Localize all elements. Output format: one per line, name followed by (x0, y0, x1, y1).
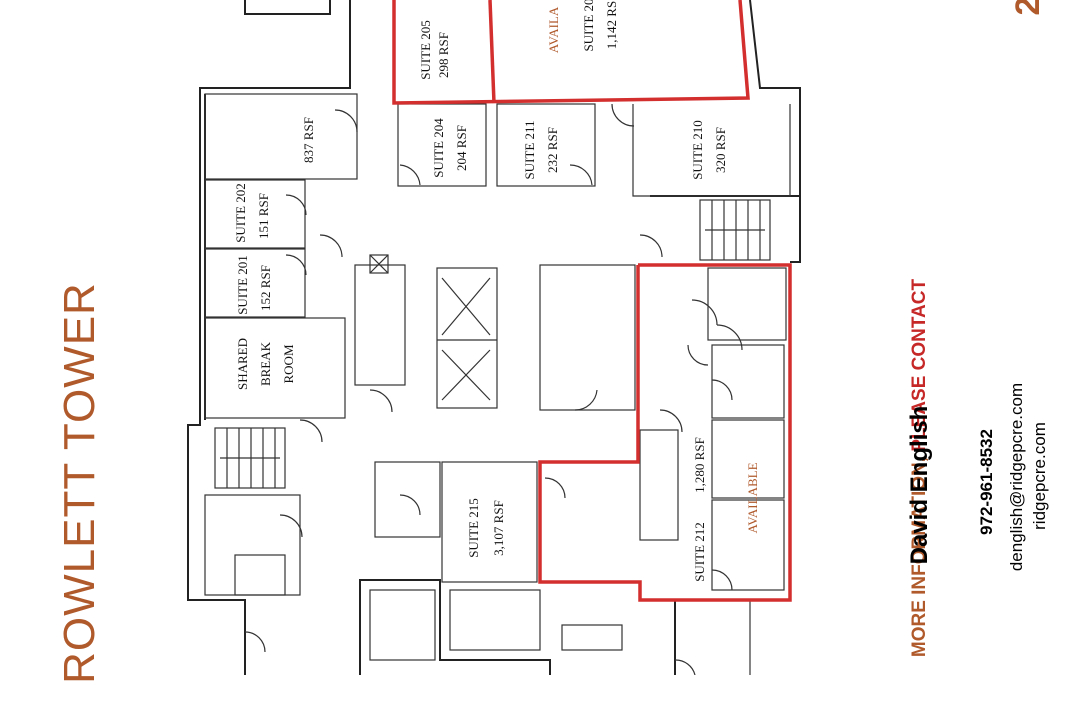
suite212-area: 1,280 RSF (692, 437, 707, 493)
suite204-name: SUITE 204 (431, 118, 446, 178)
suite206-name: SUITE 20 (581, 0, 596, 52)
contact-website-link[interactable]: ridgepcre.com (1030, 422, 1049, 530)
upper-rooms (204, 93, 791, 419)
suite212-status: AVAILABLE (745, 462, 760, 533)
break-room-line3: ROOM (281, 344, 296, 383)
suite201-name: SUITE 201 (235, 255, 250, 315)
suite205-name: SUITE 205 (418, 20, 433, 80)
doors (244, 103, 743, 675)
suite202-name: SUITE 202 (233, 183, 248, 243)
contact-name: David English (906, 405, 933, 565)
available-outlines (392, 0, 792, 602)
suite205-area: 298 RSF (436, 32, 451, 78)
suite210-area: 320 RSF (713, 127, 728, 173)
break-room-line1: SHARED (235, 338, 250, 390)
suite210-name: SUITE 210 (690, 120, 705, 180)
suite212-name: SUITE 212 (692, 522, 707, 582)
page-number: 2 (1009, 0, 1047, 16)
contact-phone[interactable]: 972-961-8532 (977, 429, 996, 535)
suite211-name: SUITE 211 (522, 120, 537, 179)
break-room-line2: BREAK (258, 341, 273, 386)
suite206-area: 1,142 RS (604, 1, 619, 49)
lower-rooms (204, 267, 787, 661)
stairs (214, 199, 771, 489)
room837-area: 837 RSF (301, 117, 316, 163)
building-title: ROWLETT TOWER (55, 282, 104, 684)
floor-plan: SUITE 205 298 RSF AVAILA SUITE 20 1,142 … (187, 0, 801, 675)
suite206-status: AVAILA (546, 6, 561, 53)
contact-email-link[interactable]: denglish@ridgepcre.com (1007, 382, 1026, 572)
suite204-area: 204 RSF (454, 125, 469, 171)
suite215-name: SUITE 215 (466, 498, 481, 558)
suite211-area: 232 RSF (545, 127, 560, 173)
suite202-area: 151 RSF (256, 193, 271, 239)
room-labels: SUITE 205 298 RSF AVAILA SUITE 20 1,142 … (233, 0, 760, 582)
suite201-area: 152 RSF (258, 265, 273, 311)
suite215-area: 3,107 RSF (491, 500, 506, 556)
